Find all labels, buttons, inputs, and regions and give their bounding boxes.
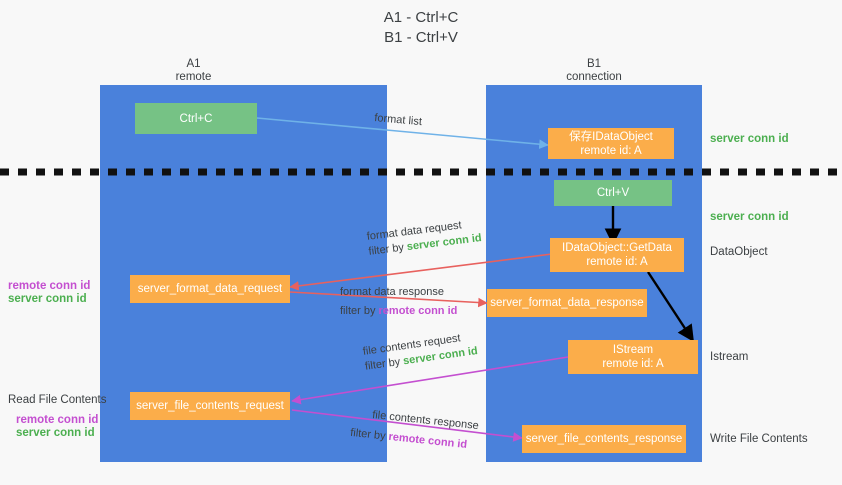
- box-server-format-data-response[interactable]: server_format_data_response: [487, 289, 647, 317]
- edge-file-contents-response-key: remote conn id: [387, 430, 468, 451]
- edge-format-data-response-prefix: filter by: [340, 305, 379, 317]
- box-server-file-contents-response[interactable]: server_file_contents_response: [522, 425, 686, 453]
- title-line-2: B1 - Ctrl+V: [384, 29, 458, 46]
- edge-file-contents-response-prefix: filter by: [349, 426, 390, 443]
- box-ctrl-v-label: Ctrl+V: [596, 187, 630, 199]
- box-idataobject-getdata[interactable]: IDataObject::GetData remote id: A: [550, 238, 684, 272]
- box-save-dataobject-line2: remote id: A: [580, 144, 642, 157]
- box-save-dataobject[interactable]: 保存IDataObject remote id: A: [548, 128, 674, 159]
- edge-format-data-response-key: remote conn id: [378, 305, 458, 317]
- label-format-remote-conn-id: remote conn id: [8, 280, 91, 292]
- box-getdata-line1: IDataObject::GetData: [562, 242, 672, 254]
- diagram-title: A1 - Ctrl+C B1 - Ctrl+V: [0, 8, 842, 48]
- box-istream[interactable]: IStream remote id: A: [568, 340, 698, 374]
- box-save-dataobject-line1: 保存IDataObject: [569, 130, 653, 143]
- title-line-1: A1 - Ctrl+C: [383, 9, 459, 26]
- label-format-server-conn-id: server conn id: [8, 293, 87, 305]
- box-getdata-line2: remote id: A: [586, 256, 648, 268]
- label-file-remote-conn-id: remote conn id: [16, 414, 99, 426]
- box-server-file-contents-request[interactable]: server_file_contents_request: [130, 392, 290, 420]
- box-server-file-contents-response-label: server_file_contents_response: [525, 433, 683, 445]
- label-server-conn-id-mid: server conn id: [710, 211, 789, 223]
- label-server-conn-id-top: server conn id: [710, 133, 789, 145]
- lane-b1-name: B1: [586, 58, 602, 70]
- label-file-server-conn-id: server conn id: [16, 427, 95, 439]
- edge-label-format-data-response: format data response filter by remote co…: [340, 285, 457, 319]
- edge-format-data-request-prefix: filter by: [367, 241, 408, 258]
- box-istream-line2: remote id: A: [602, 358, 664, 370]
- lane-header-b1: B1 connection: [506, 58, 682, 84]
- edge-format-data-response-line2: filter by remote conn id: [340, 304, 457, 319]
- box-server-format-data-request-label: server_format_data_request: [137, 283, 283, 295]
- box-server-format-data-response-label: server_format_data_response: [490, 297, 644, 309]
- label-dataobject: DataObject: [710, 246, 768, 258]
- label-write-file-contents: Write File Contents: [710, 433, 808, 445]
- box-ctrl-c[interactable]: Ctrl+C: [135, 103, 257, 134]
- box-server-format-data-request[interactable]: server_format_data_request: [130, 275, 290, 303]
- lane-a1-name: A1: [186, 58, 201, 70]
- edge-file-contents-request-prefix: filter by: [364, 355, 405, 373]
- label-istream: Istream: [710, 351, 749, 363]
- phase-divider: [0, 168, 842, 176]
- box-server-file-contents-request-label: server_file_contents_request: [136, 400, 284, 412]
- box-ctrl-v[interactable]: Ctrl+V: [554, 180, 672, 206]
- edge-format-data-response-line1: format data response: [340, 286, 444, 298]
- box-istream-line1: IStream: [612, 344, 654, 356]
- lane-header-a1: A1 remote: [100, 58, 287, 84]
- edge-label-format-list-text: format list: [373, 111, 423, 129]
- box-ctrl-c-label: Ctrl+C: [179, 112, 213, 125]
- lane-a1-sub: remote: [175, 71, 212, 83]
- lane-b1-sub: connection: [566, 71, 622, 83]
- label-read-file-contents: Read File Contents: [8, 394, 107, 406]
